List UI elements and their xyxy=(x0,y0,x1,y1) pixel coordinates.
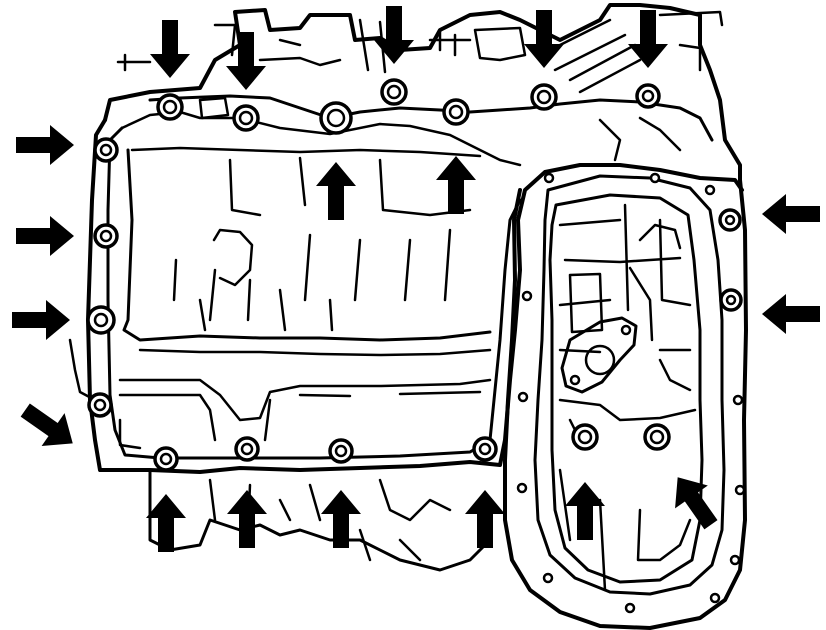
hex-bolt-icon xyxy=(156,93,184,121)
bolt-indicator-arrow-icon xyxy=(146,494,186,552)
bolt-indicator-arrow-icon xyxy=(150,20,190,78)
bolt-indicator-arrow-icon xyxy=(16,125,74,165)
hex-bolt-icon xyxy=(232,104,260,132)
bolt-indicator-arrow-icon xyxy=(12,300,70,340)
hex-bolt-icon xyxy=(472,436,498,462)
bolts xyxy=(86,78,743,472)
bolt-indicator-arrow-icon xyxy=(628,10,668,68)
hex-bolt-icon xyxy=(87,392,113,418)
bolt-indicator-arrow-icon xyxy=(436,156,476,214)
hex-bolt-icon xyxy=(530,83,558,111)
bolt-indicator-arrow-icon xyxy=(13,393,85,460)
hex-bolt-icon xyxy=(380,78,408,106)
hex-bolt-icon xyxy=(234,436,260,462)
engine-block-outline xyxy=(103,3,742,182)
hex-bolt-icon xyxy=(643,423,671,451)
hex-bolt-icon xyxy=(319,101,353,135)
bolt-indicator-arrow-icon xyxy=(565,482,605,540)
hex-bolt-icon xyxy=(442,98,470,126)
bolt-indicator-arrow-icon xyxy=(227,490,267,548)
hex-bolt-icon xyxy=(571,423,599,451)
bolt-indicator-arrow-icon xyxy=(374,6,414,64)
bolt-indicator-arrow-icon xyxy=(16,216,74,256)
lower-skirt xyxy=(148,468,492,572)
bolt-indicator-arrow-icon xyxy=(661,465,728,537)
bolt-indicator-arrow-icon xyxy=(316,162,356,220)
hex-bolt-icon xyxy=(635,83,661,109)
lower-oil-pan xyxy=(503,172,748,630)
hex-bolt-icon xyxy=(719,288,743,312)
hex-bolt-icon xyxy=(93,223,119,249)
hex-bolt-icon xyxy=(93,137,119,163)
bolt-indicator-arrow-icon xyxy=(465,490,505,548)
bolt-indicator-arrow-icon xyxy=(762,294,820,334)
hex-bolt-icon xyxy=(718,208,742,232)
hex-bolt-icon xyxy=(86,305,116,335)
upper-pan-cavity xyxy=(68,146,492,450)
hex-bolt-icon xyxy=(328,438,354,464)
bolt-indicator-arrow-icon xyxy=(762,194,820,234)
hex-bolt-icon xyxy=(153,446,179,472)
